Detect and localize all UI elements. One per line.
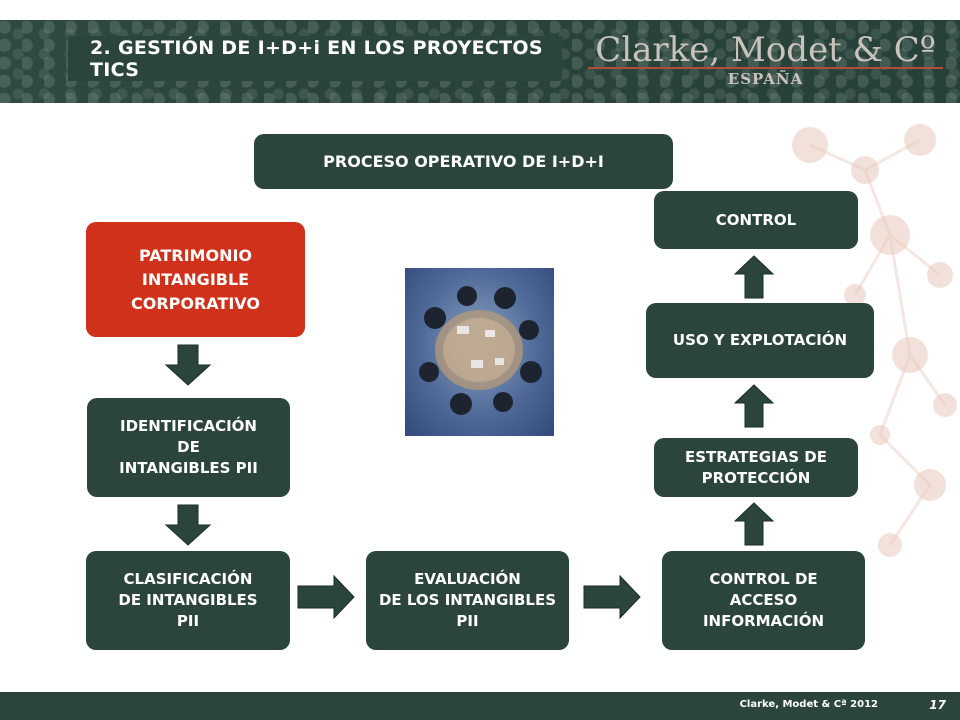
estrategias-box: ESTRATEGIAS DE PROTECCIÓN [654,438,858,497]
molecule-decoration [792,124,957,557]
arrow-right-2-icon [583,574,641,620]
arrow-down-1-icon [164,344,212,386]
uso-explotacion-box: USO Y EXPLOTACIÓN [646,303,874,378]
meeting-photo [405,268,554,436]
evaluacion-box: EVALUACIÓN DE LOS INTANGIBLES PII [366,551,569,650]
arrow-down-2-icon [164,504,212,546]
process-heading-box: PROCESO OPERATIVO DE I+D+I [254,134,673,189]
arrow-up-3-icon [733,255,775,299]
footer-copyright: Clarke, Modet & Cª 2012 [739,699,878,710]
header-top-strip [0,0,960,20]
slide-title: 2. GESTIÓN DE I+D+i EN LOS PROYECTOS TIC… [68,36,562,81]
patrimonio-box: PATRIMONIO INTANGIBLE CORPORATIVO [86,222,305,337]
brand-underline [588,67,943,69]
brand-name: Clarke, Modet & Cº [595,30,936,70]
footer-bar: Clarke, Modet & Cª 2012 17 [0,692,960,720]
arrow-right-1-icon [297,574,355,620]
identificacion-box: IDENTIFICACIÓN DE INTANGIBLES PII [87,398,290,497]
control-box: CONTROL [654,191,858,249]
control-acceso-box: CONTROL DE ACCESO INFORMACIÓN [662,551,865,650]
page-number: 17 [929,698,946,712]
arrow-up-1-icon [733,502,775,546]
brand-logo: Clarke, Modet & Cº ESPAÑA [588,30,943,90]
brand-subtitle: ESPAÑA [727,70,804,88]
arrow-up-2-icon [733,384,775,428]
clasificacion-box: CLASIFICACIÓN DE INTANGIBLES PII [86,551,290,650]
